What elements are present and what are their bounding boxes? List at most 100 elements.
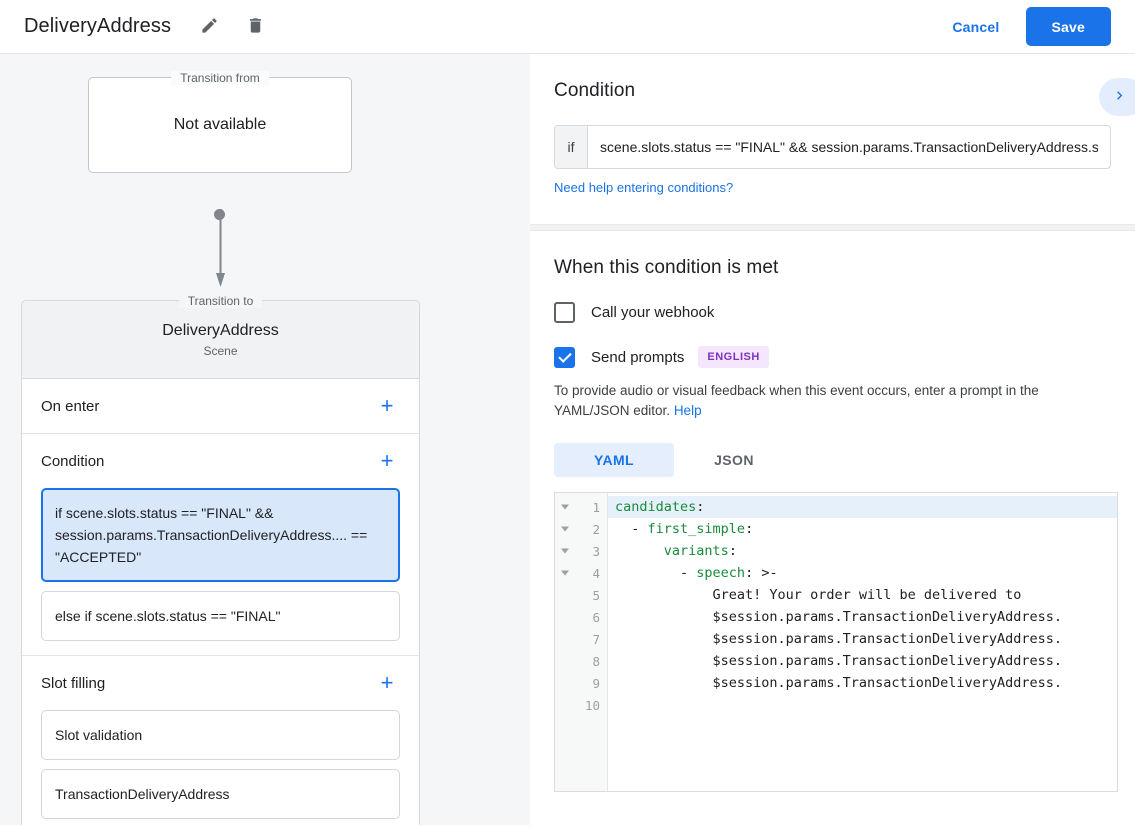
yaml-key-token: speech [696,565,746,581]
section-header: Condition + [41,434,400,488]
app-header: DeliveryAddress Cancel Save [0,0,1135,54]
scene-detail-card: On enter + Condition + if scene.slots.status… [21,379,420,827]
line-number: 1 [592,499,600,515]
add-icon[interactable]: + [374,448,400,474]
fold-triangle-icon[interactable] [561,504,569,510]
gutter-row: 6 [555,606,607,628]
gutter-row: 3 [555,540,607,562]
condition-section: Condition if Need help entering conditio… [530,54,1135,224]
line-number: 2 [592,521,600,537]
pencil-icon [200,16,219,38]
tab-json[interactable]: JSON [674,443,794,477]
condition-expression-input[interactable] [588,126,1110,168]
delete-button[interactable] [239,11,271,43]
list-item[interactable]: if scene.slots.status == "FINAL" && sess… [41,488,400,582]
condition-help-link[interactable]: Need help entering conditions? [554,180,734,195]
code-line[interactable]: $session.params.TransactionDeliveryAddre… [615,653,1063,669]
send-prompts-checkbox-row[interactable]: Send prompts ENGLISH [554,346,1111,368]
yaml-key-token: first_simple [647,521,746,537]
prompt-description-text: To provide audio or visual feedback when… [554,383,1039,418]
panel-divider [530,224,1135,231]
add-icon[interactable]: + [374,393,400,419]
tab-yaml[interactable]: YAML [554,443,674,477]
fold-triangle-icon[interactable] [561,548,569,554]
section-header: On enter + [41,379,400,433]
call-webhook-label: Call your webhook [591,304,715,321]
send-prompts-label: Send prompts [591,348,685,366]
save-button[interactable]: Save [1025,7,1111,46]
code-line[interactable] [608,694,1117,716]
transition-to-subtitle: Scene [203,343,238,358]
code-line[interactable]: Great! Your order will be delivered to [615,587,1022,603]
transition-from-legend: Transition from [171,71,269,85]
gutter-row: 4 [555,562,607,584]
list-item[interactable]: Slot validation [41,710,400,760]
fold-triangle-icon[interactable] [561,526,569,532]
trash-icon [246,16,265,38]
fold-triangle-icon[interactable] [561,570,569,576]
prompt-help-link[interactable]: Help [673,403,702,418]
call-webhook-checkbox[interactable] [554,302,575,323]
gutter-row: 9 [555,672,607,694]
transition-to-legend: Transition to [178,294,263,308]
when-met-heading: When this condition is met [554,257,779,278]
section-body: if scene.slots.status == "FINAL" && sess… [41,488,400,655]
editor-gutter: 1 2 3 4 5 6 7 8 9 10 [555,493,608,791]
section-header: Slot filling + [41,656,400,710]
gutter-row: 8 [555,650,607,672]
line-number: 5 [592,587,600,603]
condition-heading: Condition [554,80,636,101]
editor-code-area[interactable]: candidates: - first_simple: variants: - … [608,493,1117,791]
section-title: On enter [41,397,100,415]
code-line[interactable]: $session.params.TransactionDeliveryAddre… [615,675,1063,691]
edge-arrow-icon [216,209,225,287]
condition-if-label: if [555,126,588,168]
page-title: DeliveryAddress [24,15,172,37]
transition-to-node[interactable]: Transition to DeliveryAddress Scene [21,294,420,379]
code-line[interactable]: candidates: [608,496,1117,518]
when-condition-met-section: When this condition is met Call your web… [530,231,1135,792]
line-number: 3 [592,543,600,559]
code-line[interactable]: $session.params.TransactionDeliveryAddre… [615,609,1063,625]
section-condition: Condition + if scene.slots.status == "FINA… [22,434,419,656]
add-icon[interactable]: + [374,670,400,696]
webhook-checkbox-row[interactable]: Call your webhook [554,302,1111,323]
list-item[interactable]: else if scene.slots.status == "FINAL" [41,591,400,641]
chevron-right-icon [1111,87,1128,107]
code-line[interactable]: $session.params.TransactionDeliveryAddre… [615,631,1063,647]
transition-to-title: DeliveryAddress [162,321,279,339]
section-title: Condition [41,452,105,470]
line-number: 7 [592,631,600,647]
code-line[interactable]: - speech: >- [615,565,778,581]
left-panel: Transition from Not available Transition… [0,54,530,827]
gutter-row: 7 [555,628,607,650]
code-editor[interactable]: 1 2 3 4 5 6 7 8 9 10 candidates: - first_simple: … [554,492,1118,792]
condition-input-row[interactable]: if [554,125,1111,169]
gutter-row: 5 [555,584,607,606]
code-line[interactable]: - first_simple: [615,521,754,537]
right-panel: Condition if Need help entering conditio… [530,54,1135,827]
gutter-row: 10 [555,694,607,716]
gutter-row: 2 [555,518,607,540]
line-number: 4 [592,565,600,581]
line-number: 6 [592,609,600,625]
section-on-enter: On enter + [22,379,419,434]
list-item[interactable]: TransactionDeliveryAddress [41,769,400,819]
line-number: 9 [592,675,600,691]
bottom-edge [0,825,1135,827]
yaml-key-token: candidates [615,499,697,515]
prompt-description: To provide audio or visual feedback when… [554,381,1111,421]
section-title: Slot filling [41,674,106,692]
line-number: 8 [592,653,600,669]
cancel-button[interactable]: Cancel [940,10,1011,44]
expand-panel-button[interactable] [1099,78,1135,116]
language-badge: ENGLISH [698,346,769,368]
edit-title-button[interactable] [193,11,225,43]
transition-from-node[interactable]: Transition from Not available [88,71,352,173]
send-prompts-checkbox[interactable] [554,346,575,368]
editor-format-tabs: YAML JSON [554,443,1111,477]
code-line[interactable]: variants: [663,543,737,559]
gutter-row: 1 [555,496,607,518]
